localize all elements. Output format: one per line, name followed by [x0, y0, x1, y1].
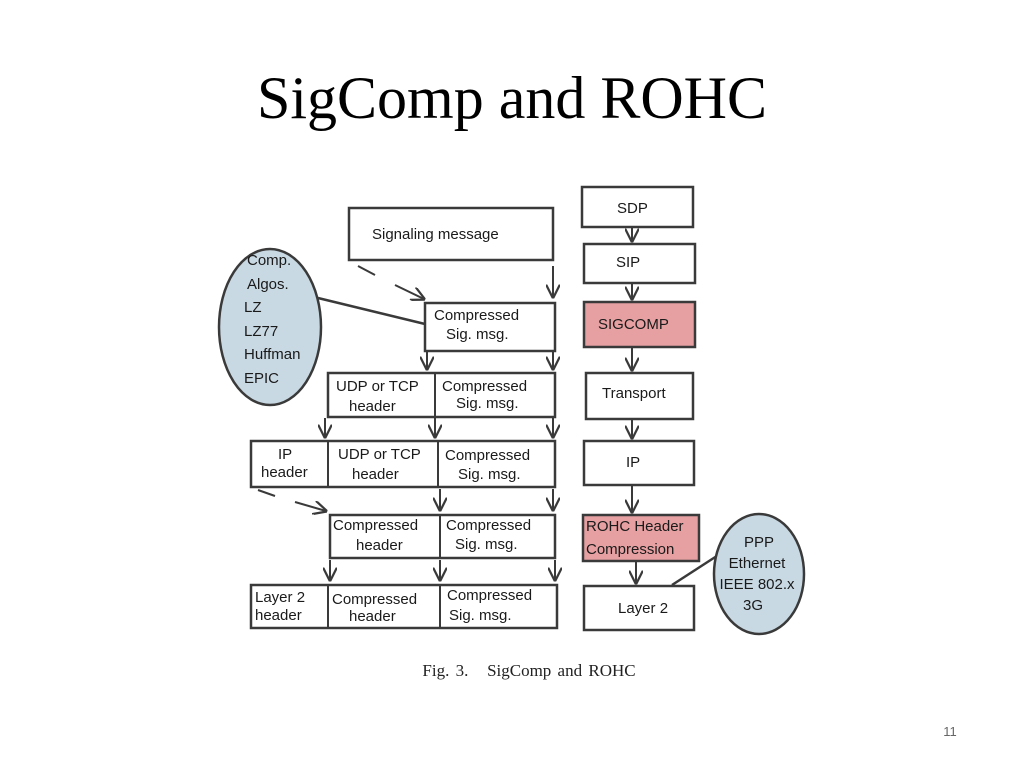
stack-sdp-label: SDP [617, 200, 648, 217]
row3-udp-line1: UDP or TCP [338, 446, 421, 463]
row2-udp-line2: header [349, 398, 396, 415]
oval-algo-line5: Huffman [244, 346, 300, 363]
row5-sig-line1: Compressed [447, 587, 532, 604]
row5-hdr-line2: header [349, 608, 396, 625]
row3-sig-line2: Sig. msg. [458, 466, 521, 483]
row1-compressed-sig-msg: Compressed Sig. msg. [423, 301, 557, 353]
row4-sig-line1: Compressed [446, 517, 531, 534]
left-flow-arrows [257, 265, 555, 580]
stack-rohc-line2: Compression [586, 541, 674, 558]
row3-ip-line2: header [261, 464, 308, 481]
figure-caption: Fig. 3. SigComp and ROHC [422, 661, 636, 680]
row4-sig-line2: Sig. msg. [455, 536, 518, 553]
oval-algo-line3: LZ [244, 299, 262, 316]
row1-sig-line2: Sig. msg. [446, 326, 509, 343]
link-oval-line1: PPP [744, 534, 774, 551]
stack-transport-box: Transport [584, 371, 695, 421]
row5-packet: Layer 2 header Compressed header Compres… [249, 583, 559, 630]
stack-rohc-box: ROHC Header Compression [581, 513, 701, 563]
compression-algorithms-oval: Comp. Algos. LZ LZ77 Huffman EPIC [217, 247, 426, 407]
row5-sig-line2: Sig. msg. [449, 607, 512, 624]
slide-title: SigComp and ROHC [256, 65, 768, 131]
row5-l2-line2: header [255, 607, 302, 624]
row2-udp-line1: UDP or TCP [336, 378, 419, 395]
stack-rohc-line1: ROHC Header [586, 518, 684, 535]
link-oval-line4: 3G [743, 597, 763, 614]
row2-sig-line2: Sig. msg. [456, 395, 519, 412]
stack-sigcomp-box: SIGCOMP [582, 300, 697, 349]
signaling-message-box: Signaling message [347, 206, 555, 262]
row4-packet: Compressed header Compressed Sig. msg. [328, 513, 557, 560]
stack-sip-label: SIP [616, 254, 640, 271]
row4-hdr-line1: Compressed [333, 517, 418, 534]
slide-number: 11 [943, 724, 957, 739]
row3-udp-line2: header [352, 466, 399, 483]
stack-layer2-box: Layer 2 [582, 584, 696, 632]
row5-hdr-line1: Compressed [332, 591, 417, 608]
oval-algo-line2: Algos. [247, 276, 289, 293]
oval-algo-line4: LZ77 [244, 323, 278, 340]
stack-sdp-box: SDP [580, 185, 695, 229]
stack-ip-box: IP [582, 439, 696, 487]
stack-transport-label: Transport [602, 385, 666, 402]
oval-algo-line1: Comp. [247, 252, 291, 269]
stack-flow-arrows [632, 228, 636, 583]
signaling-message-label: Signaling message [372, 226, 499, 243]
row3-packet: IP header UDP or TCP header Compressed S… [249, 439, 557, 489]
link-layer-oval: PPP Ethernet IEEE 802.x 3G [671, 512, 806, 636]
row2-sig-line1: Compressed [442, 378, 527, 395]
row3-sig-line1: Compressed [445, 447, 530, 464]
row1-sig-line1: Compressed [434, 307, 519, 324]
stack-layer2-label: Layer 2 [618, 600, 668, 617]
stack-sigcomp-label: SIGCOMP [598, 316, 669, 333]
link-oval-line3: IEEE 802.x [719, 576, 795, 593]
link-oval-line2: Ethernet [729, 555, 787, 572]
row4-hdr-line2: header [356, 537, 403, 554]
row2-packet: UDP or TCP header Compressed Sig. msg. [326, 371, 557, 419]
row5-l2-line1: Layer 2 [255, 589, 305, 606]
oval-algo-line6: EPIC [244, 370, 279, 387]
row3-ip-line1: IP [278, 446, 292, 463]
stack-sip-box: SIP [582, 242, 697, 285]
stack-ip-label: IP [626, 454, 640, 471]
